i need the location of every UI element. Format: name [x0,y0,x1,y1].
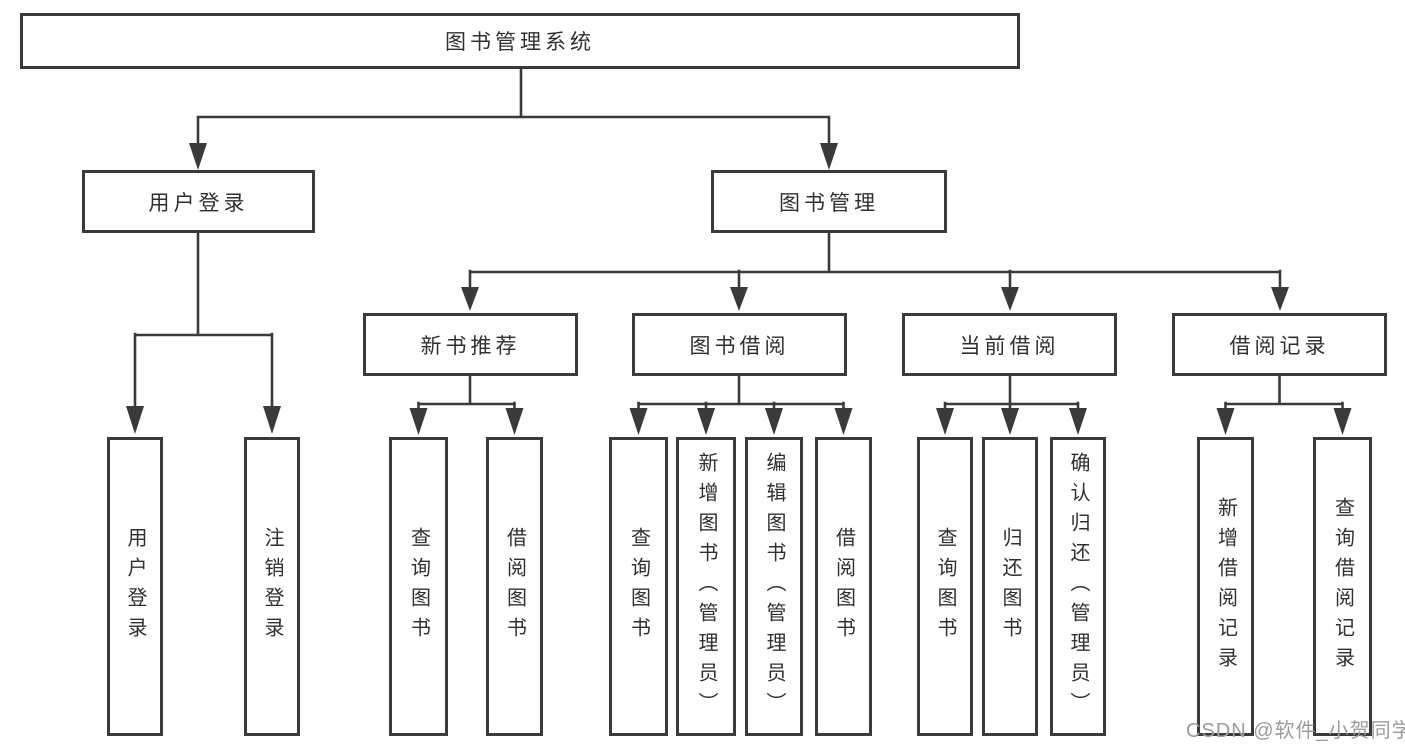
arrowhead [697,408,715,435]
leaf-label: 查询图书 [627,526,650,647]
node-book-borrow: 图书借阅 [632,313,847,376]
leaf-label: 查询图书 [934,526,956,647]
node-label: 图书借阅 [689,334,790,358]
node-label: 图书管理系统 [445,31,595,54]
csdn-watermark: CSDN @软件_小贺同学 [1186,720,1405,742]
leaf-borrow-book-2: 借阅图书 [815,437,872,736]
arrowheads [126,143,1352,435]
node-current-borrow: 当前借阅 [902,313,1117,376]
leaf-query-book-1: 查询图书 [389,437,448,736]
node-label: 借阅记录 [1229,334,1330,358]
arrowhead [505,408,524,435]
leaf-label: 用户登录 [124,526,146,647]
node-book-management: 图书管理 [711,170,947,233]
arrowhead [1001,408,1019,435]
arrowhead [126,406,144,434]
leaf-label: 确认归还（管理员） [1067,451,1089,722]
arrowhead [765,408,783,435]
arrowhead [730,287,748,311]
node-label: 用户登录 [148,191,249,215]
leaf-label: 查询借阅记录 [1331,496,1354,677]
arrowhead [1333,408,1352,435]
leaf-label: 归还图书 [999,526,1021,647]
arrowhead [629,408,648,435]
arrowhead [834,408,853,435]
leaf-label: 编辑图书（管理员） [763,451,785,722]
node-user-login: 用户登录 [82,170,315,233]
arrowhead [461,287,479,311]
leaf-borrow-book-1: 借阅图书 [486,437,543,736]
leaf-label: 借阅图书 [832,526,855,647]
leaf-label: 注销登录 [261,526,283,647]
leaf-edit-book-admin: 编辑图书（管理员） [745,437,803,736]
leaf-label: 新增借阅记录 [1214,496,1237,677]
arrowhead [1271,287,1289,311]
leaf-add-book-admin: 新增图书（管理员） [676,437,736,736]
node-label: 当前借阅 [959,334,1060,358]
arrowhead [189,143,207,170]
node-new-book-recommend: 新书推荐 [363,313,578,376]
node-label: 图书管理 [779,191,879,215]
arrowhead [263,406,281,434]
leaf-query-book-2: 查询图书 [609,437,668,736]
leaf-confirm-return-admin: 确认归还（管理员） [1050,437,1106,736]
node-label: 新书推荐 [420,334,521,358]
arrowhead [1216,408,1235,435]
leaf-logout: 注销登录 [244,437,300,736]
arrowhead [1069,408,1087,435]
connector-paths [133,66,1344,412]
node-library-management-system: 图书管理系统 [20,13,1020,69]
arrowhead [409,408,428,435]
leaf-return-book: 归还图书 [982,437,1038,736]
arrowhead [820,143,838,170]
leaf-query-book-3: 查询图书 [917,437,973,736]
leaf-add-borrow-record: 新增借阅记录 [1197,437,1254,736]
leaf-label: 借阅图书 [503,526,526,647]
leaf-query-borrow-record: 查询借阅记录 [1313,437,1372,736]
arrowhead [1001,287,1019,311]
leaf-label: 查询图书 [407,526,430,647]
leaf-user-login: 用户登录 [107,437,163,736]
node-borrow-records: 借阅记录 [1172,313,1387,376]
arrowhead [936,408,954,435]
leaf-label: 新增图书（管理员） [695,451,717,722]
